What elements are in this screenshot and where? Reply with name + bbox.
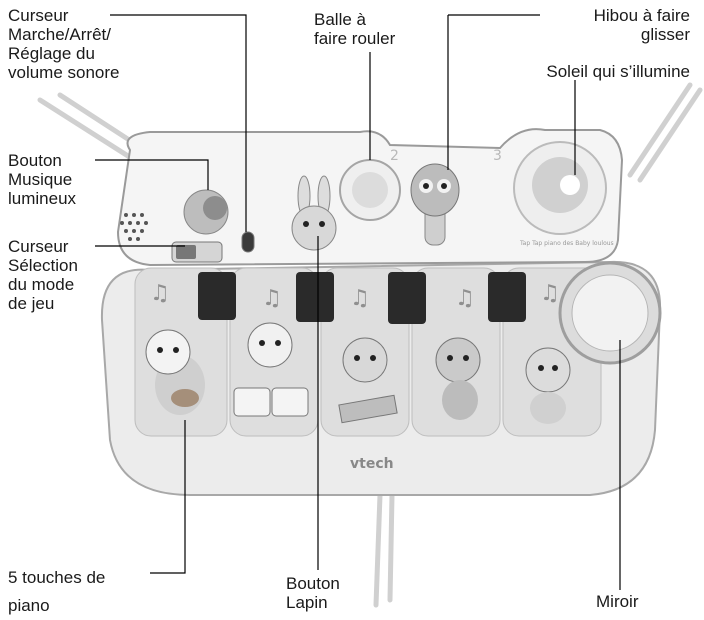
sun-caption: Tap Tap piano des Baby loulous [519,240,614,247]
animal-cat-xylophone [338,337,398,424]
svg-text:♫: ♫ [150,281,170,306]
leader-lines [95,14,621,590]
animal-dog-drums [233,322,309,417]
bunny-button[interactable] [291,175,337,251]
svg-text:♫: ♫ [455,286,475,311]
music-note-icons: ♫ ♫ ♫ ♫ ♫ [150,281,560,311]
label-mode-selector: Curseur Sélection du mode de jeu [8,237,78,313]
label-music-light-button: Bouton Musique lumineux [8,151,77,208]
rolling-ball[interactable] [339,159,401,221]
step-number-3: 3 [493,148,502,164]
label-bunny-button: Bouton Lapin [286,574,340,612]
svg-text:♫: ♫ [350,286,370,311]
label-mirror: Miroir [596,592,639,611]
black-keys [198,272,526,324]
label-piano-keys: 5 touches de piano [8,568,106,615]
step-number-2: 2 [390,148,399,164]
mirror[interactable] [571,274,649,352]
label-power-volume-slider: Curseur Marche/Arrêt/ Réglage du volume … [8,6,120,82]
light-up-sun[interactable] [513,141,607,235]
label-light-up-sun: Soleil qui s’illumine [546,62,690,81]
animal-cow [145,329,205,415]
animal-chick [525,347,571,424]
vtech-logo: vtech [350,456,394,472]
label-owl-slider: Hibou à faire glisser [593,6,690,44]
animal-fox-trumpet [435,337,481,420]
label-rolling-ball: Balle à faire rouler [314,10,396,48]
svg-text:♫: ♫ [540,281,560,306]
power-volume-slider[interactable] [241,231,255,253]
owl-slider[interactable] [410,163,460,246]
svg-text:♫: ♫ [262,286,282,311]
music-light-button[interactable] [183,189,229,235]
speaker-grille [120,213,148,241]
